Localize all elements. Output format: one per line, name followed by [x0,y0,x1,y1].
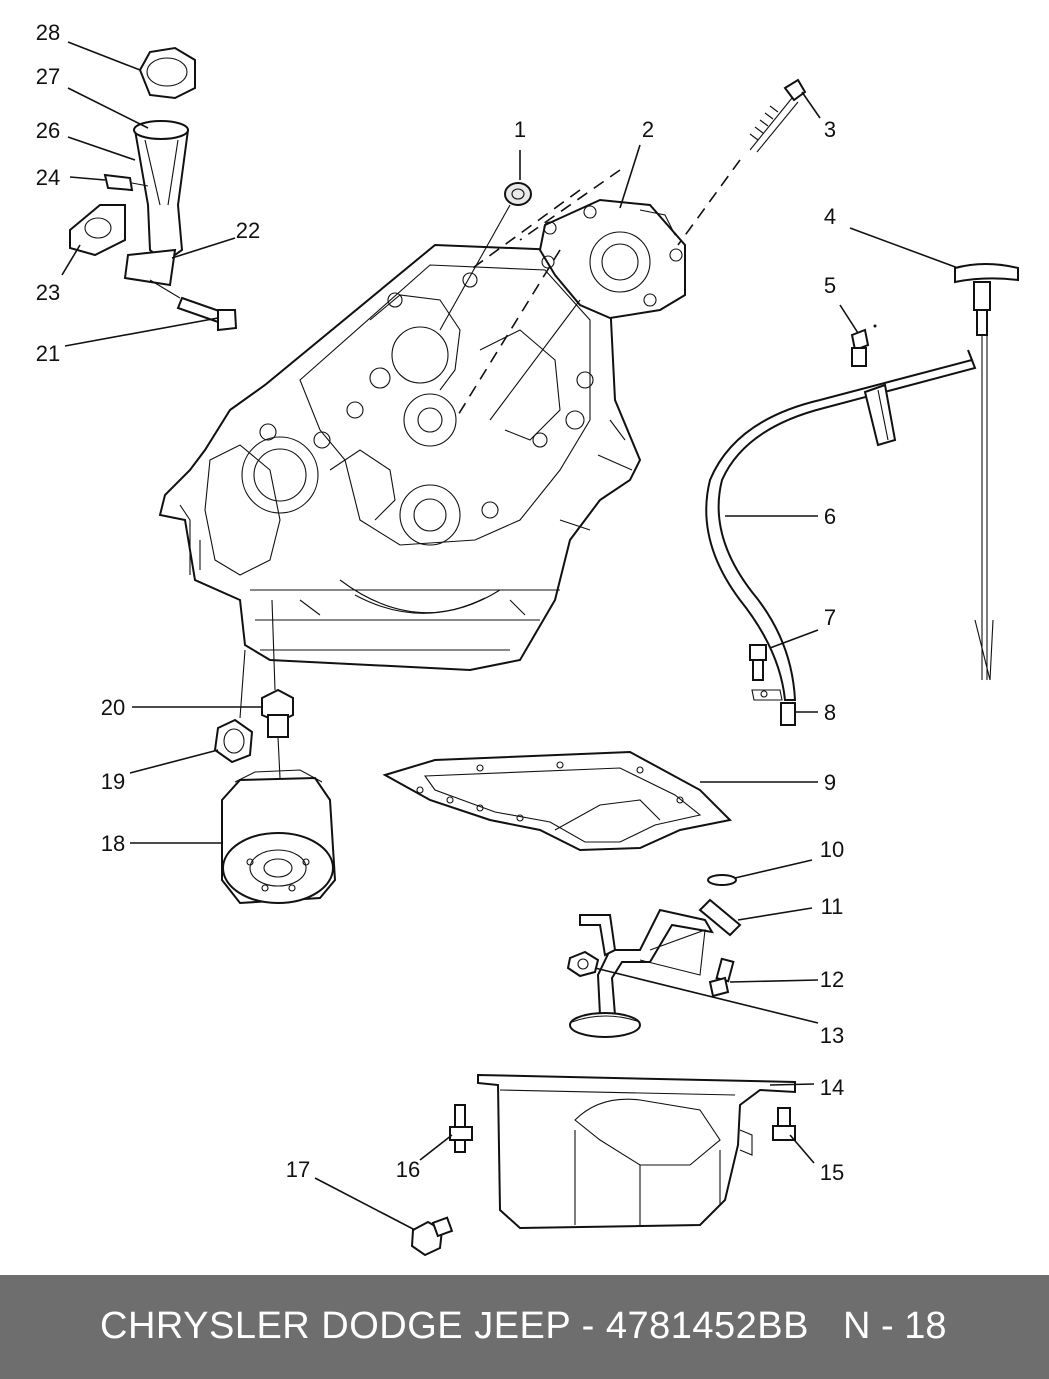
callout-28: 28 [36,20,60,45]
callout-4: 4 [824,204,836,229]
callout-6: 6 [824,504,836,529]
callout-7: 7 [824,605,836,630]
callout-9: 9 [824,770,836,795]
part-1-plug [439,182,532,331]
footer-page-number: N - 18 [843,1305,947,1347]
callout-5: 5 [824,273,836,298]
part-4-dipstick [954,263,1019,681]
part-9-pan-gasket [382,750,733,852]
part-15-bolt [772,1107,796,1141]
part-14-oil-pan [477,1073,796,1230]
part-10-o-ring [707,874,737,886]
part-17-drain-plug [410,1216,454,1257]
part-13-nut [566,950,600,978]
callout-14: 14 [820,1075,844,1100]
part-18-oil-filter [221,769,337,905]
callout-15: 15 [820,1160,844,1185]
callout-24: 24 [36,165,60,190]
callout-19: 19 [101,769,125,794]
callout-21: 21 [36,341,60,366]
callout-17: 17 [286,1157,310,1182]
part-19-adapter [213,649,254,764]
callout-13: 13 [820,1023,844,1048]
part-11-oil-pickup-tube [569,898,742,1038]
engine-block [158,243,642,672]
callout-12: 12 [820,967,844,992]
callout-23: 23 [36,280,60,305]
oil-filler-assembly [69,46,238,332]
callout-27: 27 [36,64,60,89]
part-7-bolt [749,644,767,681]
callout-18: 18 [101,831,125,856]
part-3-long-bolt [677,78,807,246]
callout-3: 3 [824,117,836,142]
callout-8: 8 [824,700,836,725]
callout-labels: 1 2 3 4 5 6 7 8 9 10 11 12 13 14 15 16 1… [36,20,844,1185]
part-16-stud [449,1104,473,1153]
footer-title: CHRYSLER DODGE JEEP - 4781452BB [100,1305,809,1347]
leader-lines [61,41,959,1231]
callout-26: 26 [36,118,60,143]
part-20-fitting [261,599,294,779]
callout-20: 20 [101,695,125,720]
callout-2: 2 [642,117,654,142]
callout-16: 16 [396,1157,420,1182]
part-6-dipstick-tube [705,349,977,726]
footer-bar: CHRYSLER DODGE JEEP - 4781452BB N - 18 [0,1275,1049,1379]
callout-10: 10 [820,837,844,862]
part-2-oil-pump [454,169,686,421]
parts-diagram: 1 2 3 4 5 6 7 8 9 10 11 12 13 14 15 16 1… [36,20,1019,1257]
callout-1: 1 [514,117,526,142]
callout-11: 11 [821,894,844,919]
callout-22: 22 [236,218,260,243]
part-12-bolt [708,957,735,998]
part-5-bolt [850,324,877,367]
